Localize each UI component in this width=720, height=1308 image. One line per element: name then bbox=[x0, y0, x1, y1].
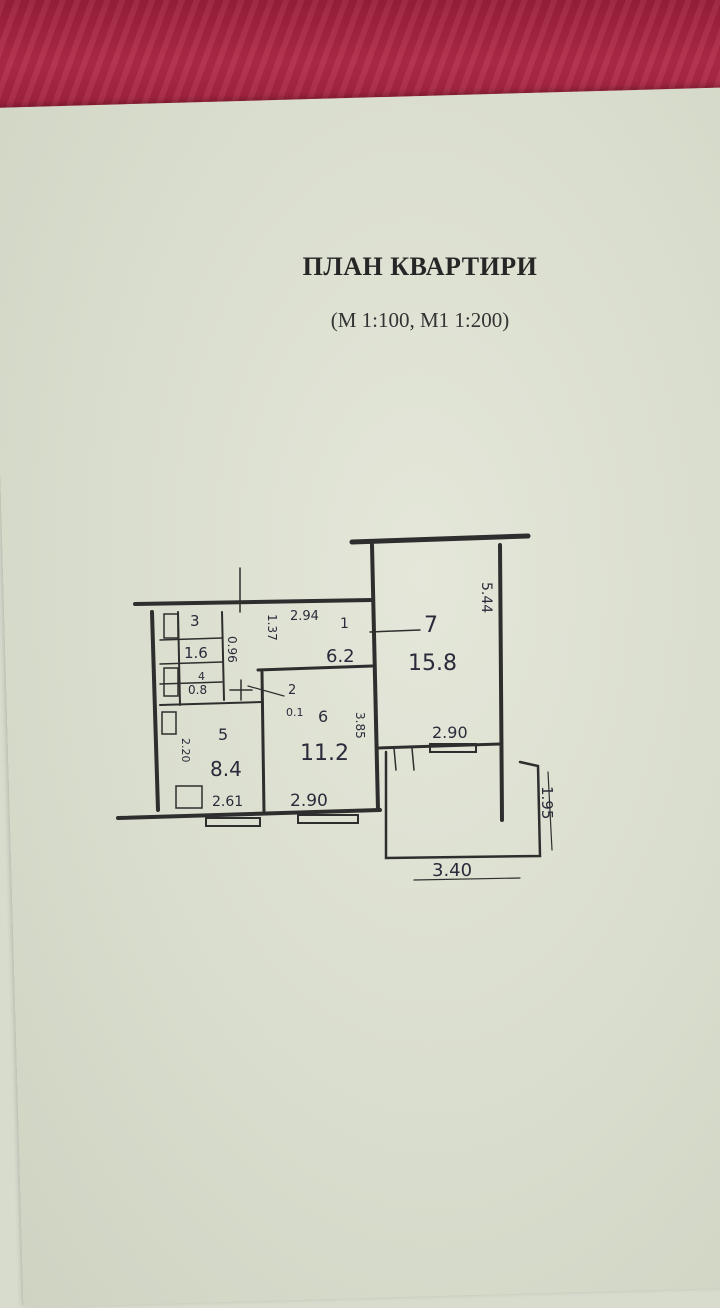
dim-balcony-depth: 1.95 bbox=[538, 786, 556, 819]
room-area-4: 0.8 bbox=[188, 683, 207, 697]
window-room6 bbox=[297, 814, 359, 824]
dim-room6-width: 2.90 bbox=[290, 791, 328, 811]
room-number-7: 7 bbox=[424, 613, 438, 638]
room-number-2: 2 bbox=[288, 683, 296, 698]
dim-balcony-width: 3.40 bbox=[432, 860, 472, 881]
room7-wall-top bbox=[349, 533, 531, 545]
room-area-7: 15.8 bbox=[408, 651, 457, 676]
wall-room5-top bbox=[159, 701, 263, 706]
dim-corridor-top: 2.94 bbox=[290, 609, 319, 624]
sink-fixture bbox=[161, 711, 177, 735]
outer-wall-bottom bbox=[116, 808, 382, 820]
stove-fixture bbox=[175, 785, 203, 809]
dim-room5-width: 2.61 bbox=[212, 794, 243, 810]
room-area-2: 0.1 bbox=[286, 706, 304, 719]
room-number-1: 1 bbox=[340, 616, 349, 632]
dim-room7-depth: 5.44 bbox=[478, 582, 494, 613]
room7-wall-bottom bbox=[376, 742, 502, 750]
dim-wc-width: 0.96 bbox=[225, 636, 239, 663]
window-room5 bbox=[205, 817, 261, 827]
room-area-6: 11.2 bbox=[300, 741, 349, 766]
window-room7 bbox=[429, 743, 477, 753]
document-title: ПЛАН КВАРТИРИ bbox=[302, 252, 538, 281]
dim-room6-depth: 3.85 bbox=[353, 712, 367, 739]
outer-wall-left bbox=[150, 610, 160, 812]
room-number-5: 5 bbox=[218, 725, 228, 744]
dim-corridor-side: 1.37 bbox=[265, 614, 279, 641]
room-area-5: 8.4 bbox=[210, 757, 242, 781]
bath-fixture bbox=[163, 613, 179, 639]
wall-corridor-left bbox=[221, 611, 225, 701]
room-area-1: 6.2 bbox=[326, 646, 355, 667]
outer-wall-top bbox=[133, 598, 374, 606]
room7-wall-right bbox=[498, 543, 504, 822]
room-area-3: 1.6 bbox=[184, 644, 208, 662]
wc-fixture bbox=[163, 667, 179, 697]
scale-note: (М 1:100, М1 1:200) bbox=[330, 308, 510, 332]
wall-room5-room6 bbox=[260, 670, 266, 814]
dim-room7-width: 2.90 bbox=[432, 723, 468, 742]
room-number-3: 3 bbox=[190, 612, 200, 630]
balcony-outline bbox=[384, 750, 542, 860]
room-number-4: 4 bbox=[198, 670, 205, 683]
floor-plan: 3 1.6 4 0.8 1 6.2 2 0.1 6 11.2 5 8.4 7 1… bbox=[116, 533, 556, 881]
room-number-6: 6 bbox=[318, 707, 328, 726]
dim-room5-depth: 2.20 bbox=[179, 738, 192, 763]
room7-wall-left bbox=[370, 543, 380, 812]
wall-corridor-lower bbox=[256, 664, 374, 672]
